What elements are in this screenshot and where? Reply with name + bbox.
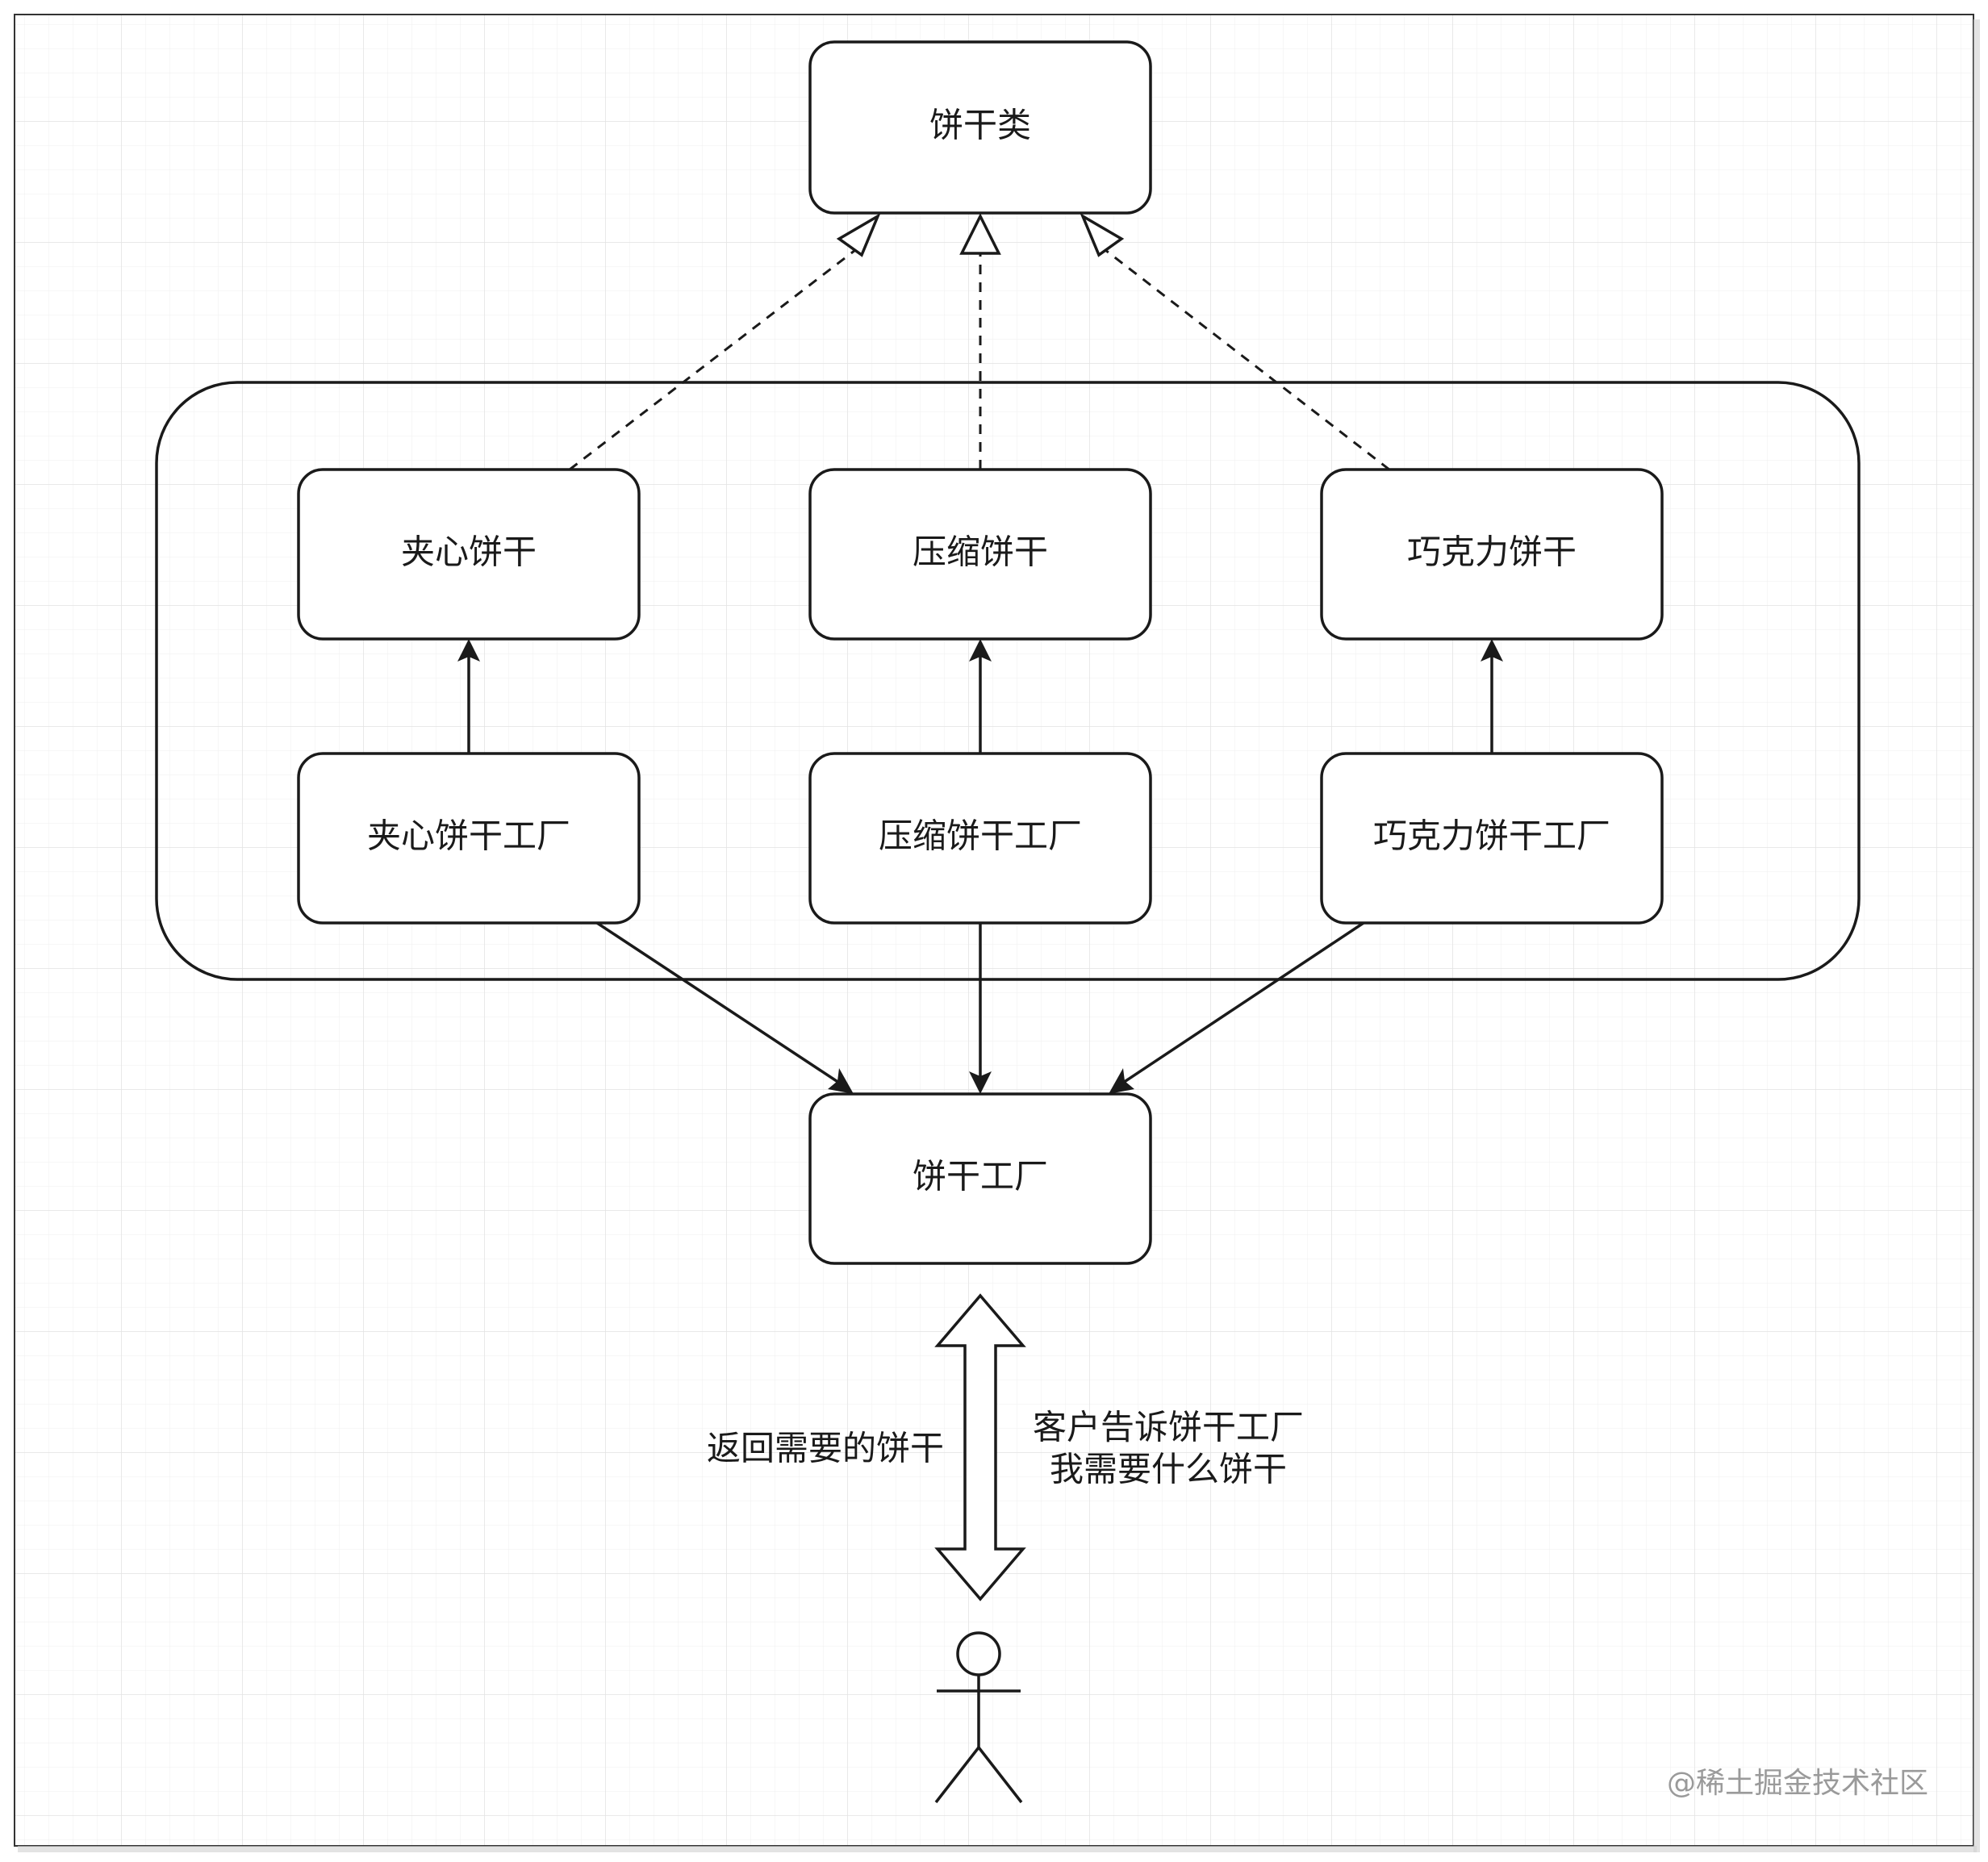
node-compressed-factory[interactable]: 压缩饼干工厂 xyxy=(808,752,1152,925)
node-chocolate-factory-label: 巧克力饼干工厂 xyxy=(1373,816,1610,856)
person-icon[interactable] xyxy=(934,1631,1023,1804)
frame-shadow-right xyxy=(1973,19,1980,1852)
node-cookie-class[interactable]: 饼干类 xyxy=(808,40,1152,215)
node-sandwich-factory[interactable]: 夹心饼干工厂 xyxy=(297,752,641,925)
filled-arrowhead xyxy=(969,1071,992,1094)
request-label-line2: 我需要什么饼干 xyxy=(1050,1450,1287,1489)
return-cookie-label: 返回需要的饼干 xyxy=(707,1429,944,1468)
hollow-triangle-arrowhead xyxy=(1080,212,1125,257)
node-sandwich-cookie[interactable]: 夹心饼干 xyxy=(297,468,641,641)
hollow-triangle-arrowhead xyxy=(959,213,1001,255)
filled-arrowhead xyxy=(1109,1068,1134,1094)
node-chocolate-cookie[interactable]: 巧克力饼干 xyxy=(1320,468,1664,641)
concrete-group-container xyxy=(155,381,1861,981)
edge-compressed-factory-to-main[interactable] xyxy=(969,923,992,1094)
filled-arrowhead xyxy=(969,639,992,662)
watermark-text: @稀土掘金技术社区 xyxy=(1667,1767,1928,1800)
edge-sandwich-factory-to-main[interactable] xyxy=(596,921,854,1094)
node-cookie-factory[interactable]: 饼干工厂 xyxy=(808,1092,1152,1265)
filled-arrowhead xyxy=(828,1068,854,1094)
filled-arrowhead xyxy=(457,639,480,662)
node-compressed-cookie-label: 压缩饼干 xyxy=(913,532,1048,572)
hollow-triangle-arrowhead xyxy=(836,212,881,257)
request-label-line1: 客户告诉饼干工厂 xyxy=(1033,1408,1304,1447)
node-sandwich-factory-label: 夹心饼干工厂 xyxy=(367,816,570,856)
edge-compressed-factory-to-product[interactable] xyxy=(969,639,992,754)
edge-chocolate-factory-to-main[interactable] xyxy=(1109,921,1364,1094)
edge-chocolate-to-class[interactable] xyxy=(1080,212,1390,471)
edge-compressed-to-class[interactable] xyxy=(959,213,1001,470)
node-cookie-factory-label: 饼干工厂 xyxy=(913,1157,1048,1196)
filled-arrowhead xyxy=(1481,639,1503,662)
node-chocolate-cookie-label: 巧克力饼干 xyxy=(1407,532,1577,572)
edge-sandwich-to-class[interactable] xyxy=(569,212,881,471)
edge-chocolate-factory-to-product[interactable] xyxy=(1481,639,1503,754)
node-cookie-class-label: 饼干类 xyxy=(929,106,1031,145)
node-sandwich-cookie-label: 夹心饼干 xyxy=(401,532,537,572)
node-compressed-cookie[interactable]: 压缩饼干 xyxy=(808,468,1152,641)
double-arrow-request-response[interactable] xyxy=(934,1293,1026,1601)
edge-sandwich-factory-to-product[interactable] xyxy=(457,639,480,754)
frame-shadow-bottom xyxy=(18,1846,1977,1852)
node-chocolate-factory[interactable]: 巧克力饼干工厂 xyxy=(1320,752,1664,925)
node-compressed-factory-label: 压缩饼干工厂 xyxy=(879,816,1082,856)
